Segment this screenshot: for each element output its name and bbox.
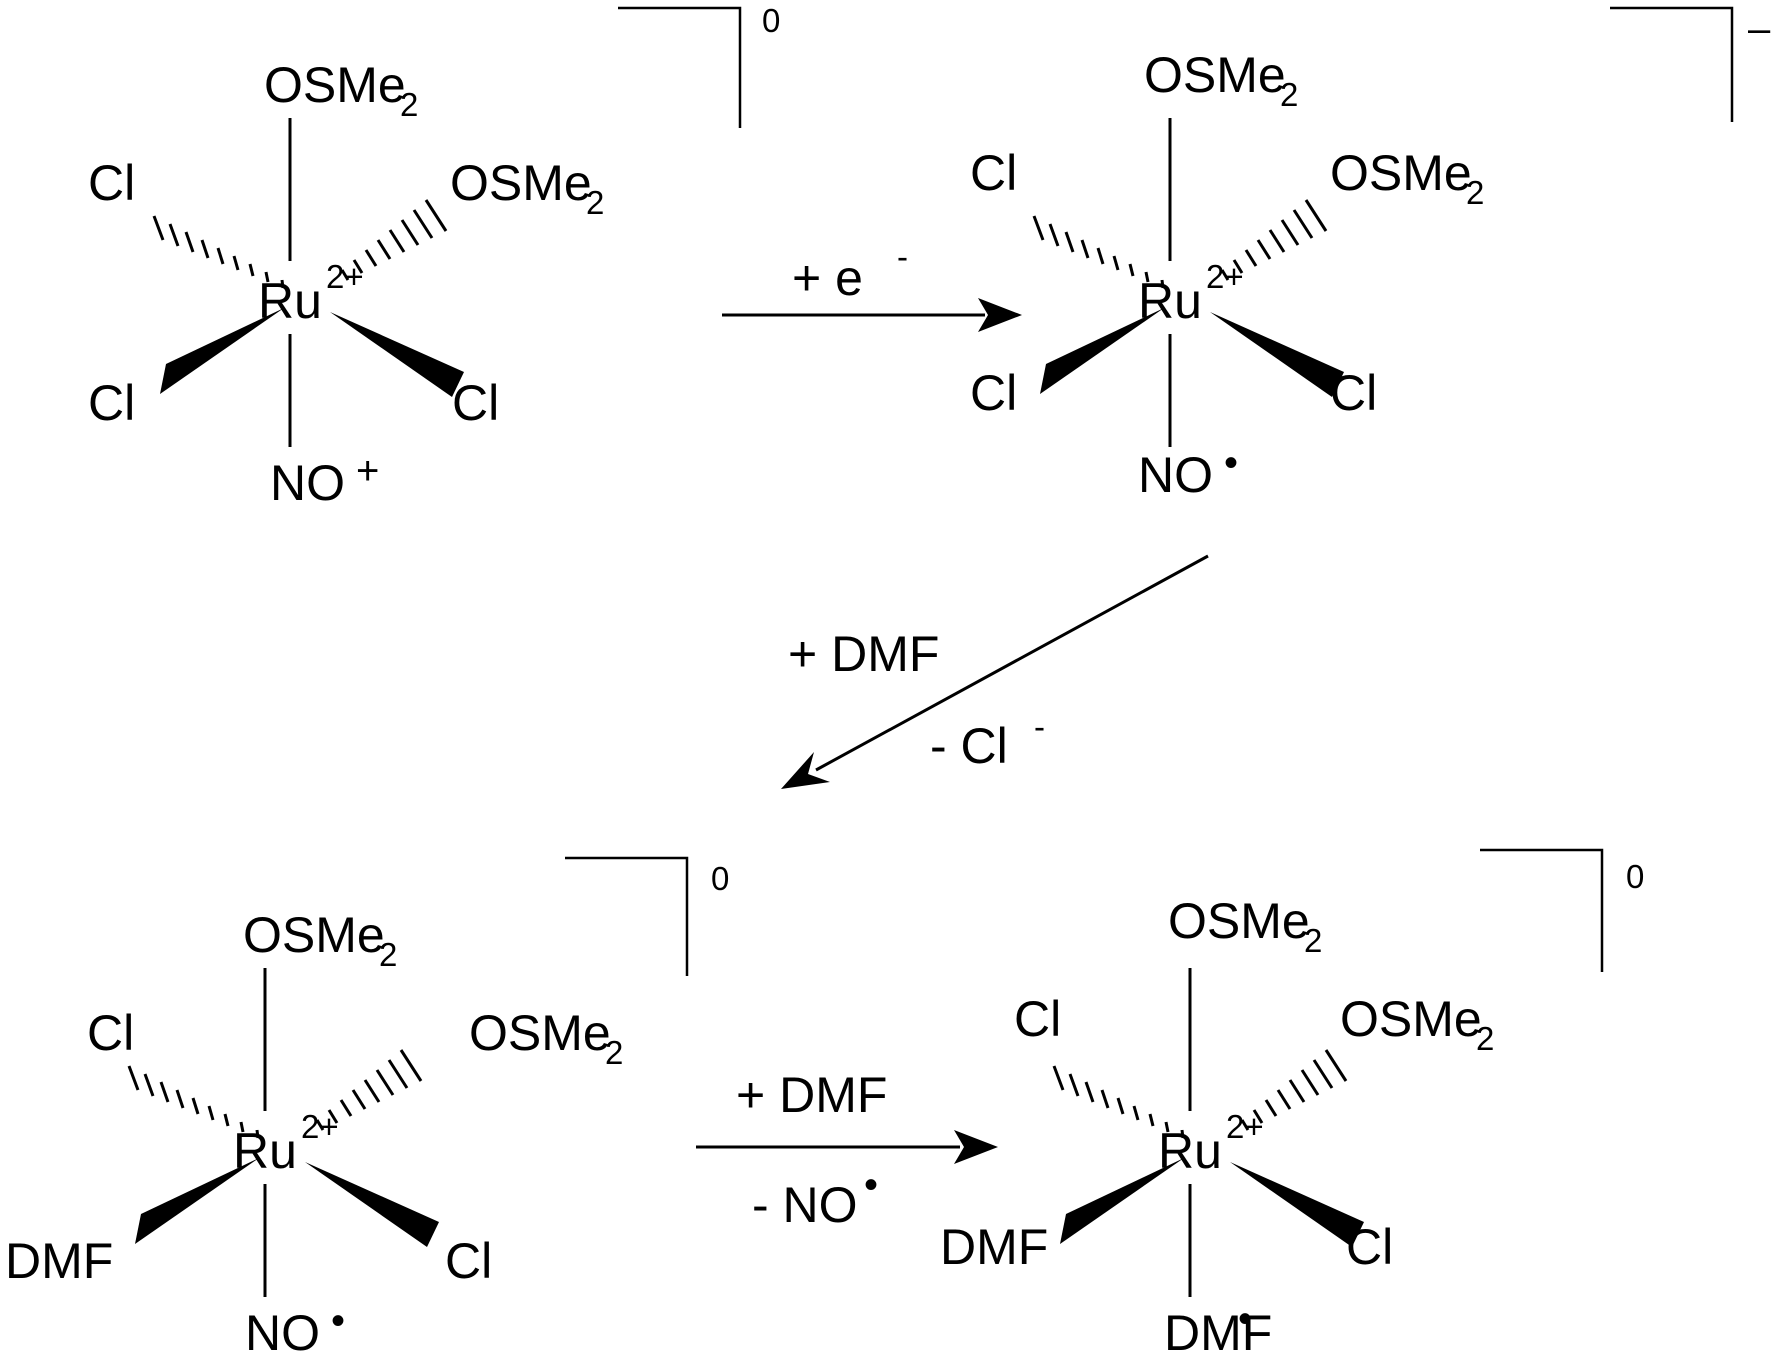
- hash-left-ligand: Cl: [1014, 991, 1061, 1047]
- axial-bottom-ligand: NO: [245, 1305, 320, 1361]
- overall-charge-bracket: [1480, 848, 1604, 972]
- overall-charge: –: [1748, 7, 1771, 51]
- wedge-left-ligand: DMF: [5, 1233, 113, 1289]
- wedge-left-ligand: DMF: [940, 1219, 1048, 1275]
- hash-left-ligand: Cl: [87, 1005, 134, 1061]
- complex-2: Ru 2+ OSMe 2 Cl OSMe 2 Cl Cl NO • –: [970, 6, 1771, 503]
- metal-center: Ru: [258, 273, 322, 329]
- metal-oxidation-state: 2+: [301, 1108, 339, 1145]
- reaction-3-byproduct-radical: •: [864, 1163, 878, 1207]
- metal-center: Ru: [233, 1123, 297, 1179]
- reaction-1-reagent: + e: [792, 250, 863, 306]
- wedge-right-ligand: Cl: [445, 1233, 492, 1289]
- axial-top-ligand: OSMe: [264, 57, 406, 113]
- reaction-3-byproduct: - NO: [752, 1177, 858, 1233]
- hash-left-ligand: Cl: [970, 145, 1017, 201]
- axial-top-ligand: OSMe: [1168, 893, 1310, 949]
- axial-bottom-ligand: DMF: [1164, 1305, 1272, 1361]
- axial-bottom-charge: +: [356, 449, 379, 493]
- axial-bottom-radical: •: [1224, 441, 1238, 485]
- axial-top-subscript: 2: [379, 936, 397, 973]
- wedge-right-ligand: Cl: [452, 375, 499, 431]
- complex-4: Ru 2+ OSMe 2 Cl OSMe 2 DMF Cl DMF • 0: [940, 848, 1644, 1361]
- complex-1: Ru 2+ OSMe 2 Cl OSMe 2 Cl Cl NO + 0: [88, 2, 780, 511]
- metal-oxidation-state: 2+: [326, 258, 364, 295]
- axial-top-subscript: 2: [1304, 922, 1322, 959]
- overall-charge: 0: [711, 860, 729, 897]
- hash-right-ligand: OSMe: [469, 1005, 611, 1061]
- hash-right-subscript: 2: [1466, 174, 1484, 211]
- axial-top-ligand: OSMe: [243, 907, 385, 963]
- hash-left-ligand: Cl: [88, 155, 135, 211]
- wedge-left-ligand: Cl: [88, 375, 135, 431]
- metal-oxidation-state: 2+: [1226, 1108, 1264, 1145]
- hash-right-subscript: 2: [1476, 1020, 1494, 1057]
- reaction-arrow-2: + DMF - Cl -: [781, 554, 1209, 789]
- complex-3: Ru 2+ OSMe 2 Cl OSMe 2 DMF Cl NO • 0: [5, 856, 729, 1361]
- hash-right-ligand: OSMe: [1340, 991, 1482, 1047]
- metal-center: Ru: [1158, 1123, 1222, 1179]
- overall-charge-bracket: [1610, 6, 1734, 122]
- hash-right-subscript: 2: [605, 1034, 623, 1071]
- axial-bottom-radical: •: [1238, 1297, 1252, 1341]
- reaction-2-byproduct-charge: -: [1034, 708, 1045, 745]
- axial-bottom-ligand: NO: [1138, 447, 1213, 503]
- reaction-2-reagent: + DMF: [788, 626, 939, 682]
- metal-center: Ru: [1138, 273, 1202, 329]
- reaction-2-byproduct: - Cl: [930, 718, 1008, 774]
- overall-charge: 0: [1626, 858, 1644, 895]
- axial-bottom-radical: •: [331, 1299, 345, 1343]
- hash-right-subscript: 2: [586, 184, 604, 221]
- overall-charge-bracket: [565, 856, 689, 976]
- reaction-arrow-3: + DMF - NO •: [696, 1067, 998, 1233]
- overall-charge: 0: [762, 2, 780, 39]
- wedge-right-ligand: Cl: [1330, 365, 1377, 421]
- reaction-1-reagent-charge: -: [897, 238, 908, 275]
- reaction-3-reagent: + DMF: [736, 1067, 887, 1123]
- axial-top-subscript: 2: [1280, 76, 1298, 113]
- hash-right-ligand: OSMe: [1330, 145, 1472, 201]
- axial-top-ligand: OSMe: [1144, 47, 1286, 103]
- metal-oxidation-state: 2+: [1206, 258, 1244, 295]
- axial-bottom-ligand: NO: [270, 455, 345, 511]
- wedge-right-ligand: Cl: [1346, 1219, 1393, 1275]
- axial-top-subscript: 2: [400, 86, 418, 123]
- hash-right-ligand: OSMe: [450, 155, 592, 211]
- overall-charge-bracket: [618, 6, 742, 128]
- reaction-arrow-1: + e -: [722, 238, 1022, 332]
- wedge-left-ligand: Cl: [970, 365, 1017, 421]
